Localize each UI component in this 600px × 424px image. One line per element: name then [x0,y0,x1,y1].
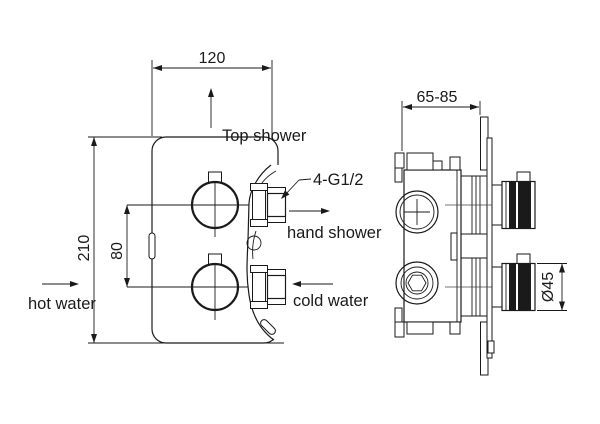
top-shower-label: Top shower [222,127,307,145]
side-view: 65-85 Ø45 [394,89,567,376]
arrowhead-up-icon [91,137,97,146]
arrow-left-icon [292,281,301,287]
valve-body [394,152,462,338]
profile-hole [246,235,262,251]
spacing-dimension-value: 80 [109,242,126,260]
thread-label: 4-G1/2 [313,171,363,189]
arrowhead-up-icon [124,205,130,214]
arrowhead-left-icon [403,104,412,110]
crosshair-lines [127,174,266,320]
fitting-top [250,183,287,227]
depth-dimension: 65-85 [401,89,481,151]
leader-arrowhead-icon [281,190,290,199]
top-handle [445,171,536,230]
profile-slot [260,319,276,335]
arrowhead-right-icon [470,104,479,110]
hex-socket-icon [407,274,427,292]
hot-water-label: hot water [28,295,96,313]
top-shower-callout: Top shower [208,88,307,145]
fitting-bottom [250,265,287,309]
cold-water-label: cold water [293,292,369,310]
thread-callout: 4-G1/2 [281,171,363,199]
arrowhead-right-icon [262,65,271,71]
arrow-right-icon [321,208,330,214]
knob-spacing-dimension: 80 [109,205,130,287]
arrowhead-up-icon [559,263,565,273]
top-knob [190,171,240,230]
height-dimension: 210 [76,136,284,344]
width-dimension-value: 120 [199,50,226,67]
wall-plate [480,116,495,376]
bottom-knob [190,253,240,312]
faceplate-side-notch [148,232,156,260]
hand-shower-callout: hand shower [287,208,382,242]
height-dimension-value: 210 [76,235,93,262]
diameter-dimension-value: Ø45 [540,272,557,302]
diameter-dimension: Ø45 [537,263,567,311]
arrowhead-down-icon [559,301,565,311]
arrow-up-icon [208,88,214,97]
arrowhead-left-icon [153,65,162,71]
hot-water-callout: hot water [28,281,96,313]
bottom-handle [445,253,536,312]
depth-dimension-value: 65-85 [417,89,458,106]
top-inlet-port [395,190,439,234]
bottom-inlet-port [395,261,439,305]
arrow-right-icon [70,281,79,287]
hand-shower-label: hand shower [287,224,382,242]
cold-water-callout: cold water [292,281,369,310]
arrowhead-down-icon [124,278,130,287]
width-dimension: 120 [151,50,273,136]
arrowhead-down-icon [91,334,97,343]
front-view: 120 210 80 Top shower [28,50,382,344]
